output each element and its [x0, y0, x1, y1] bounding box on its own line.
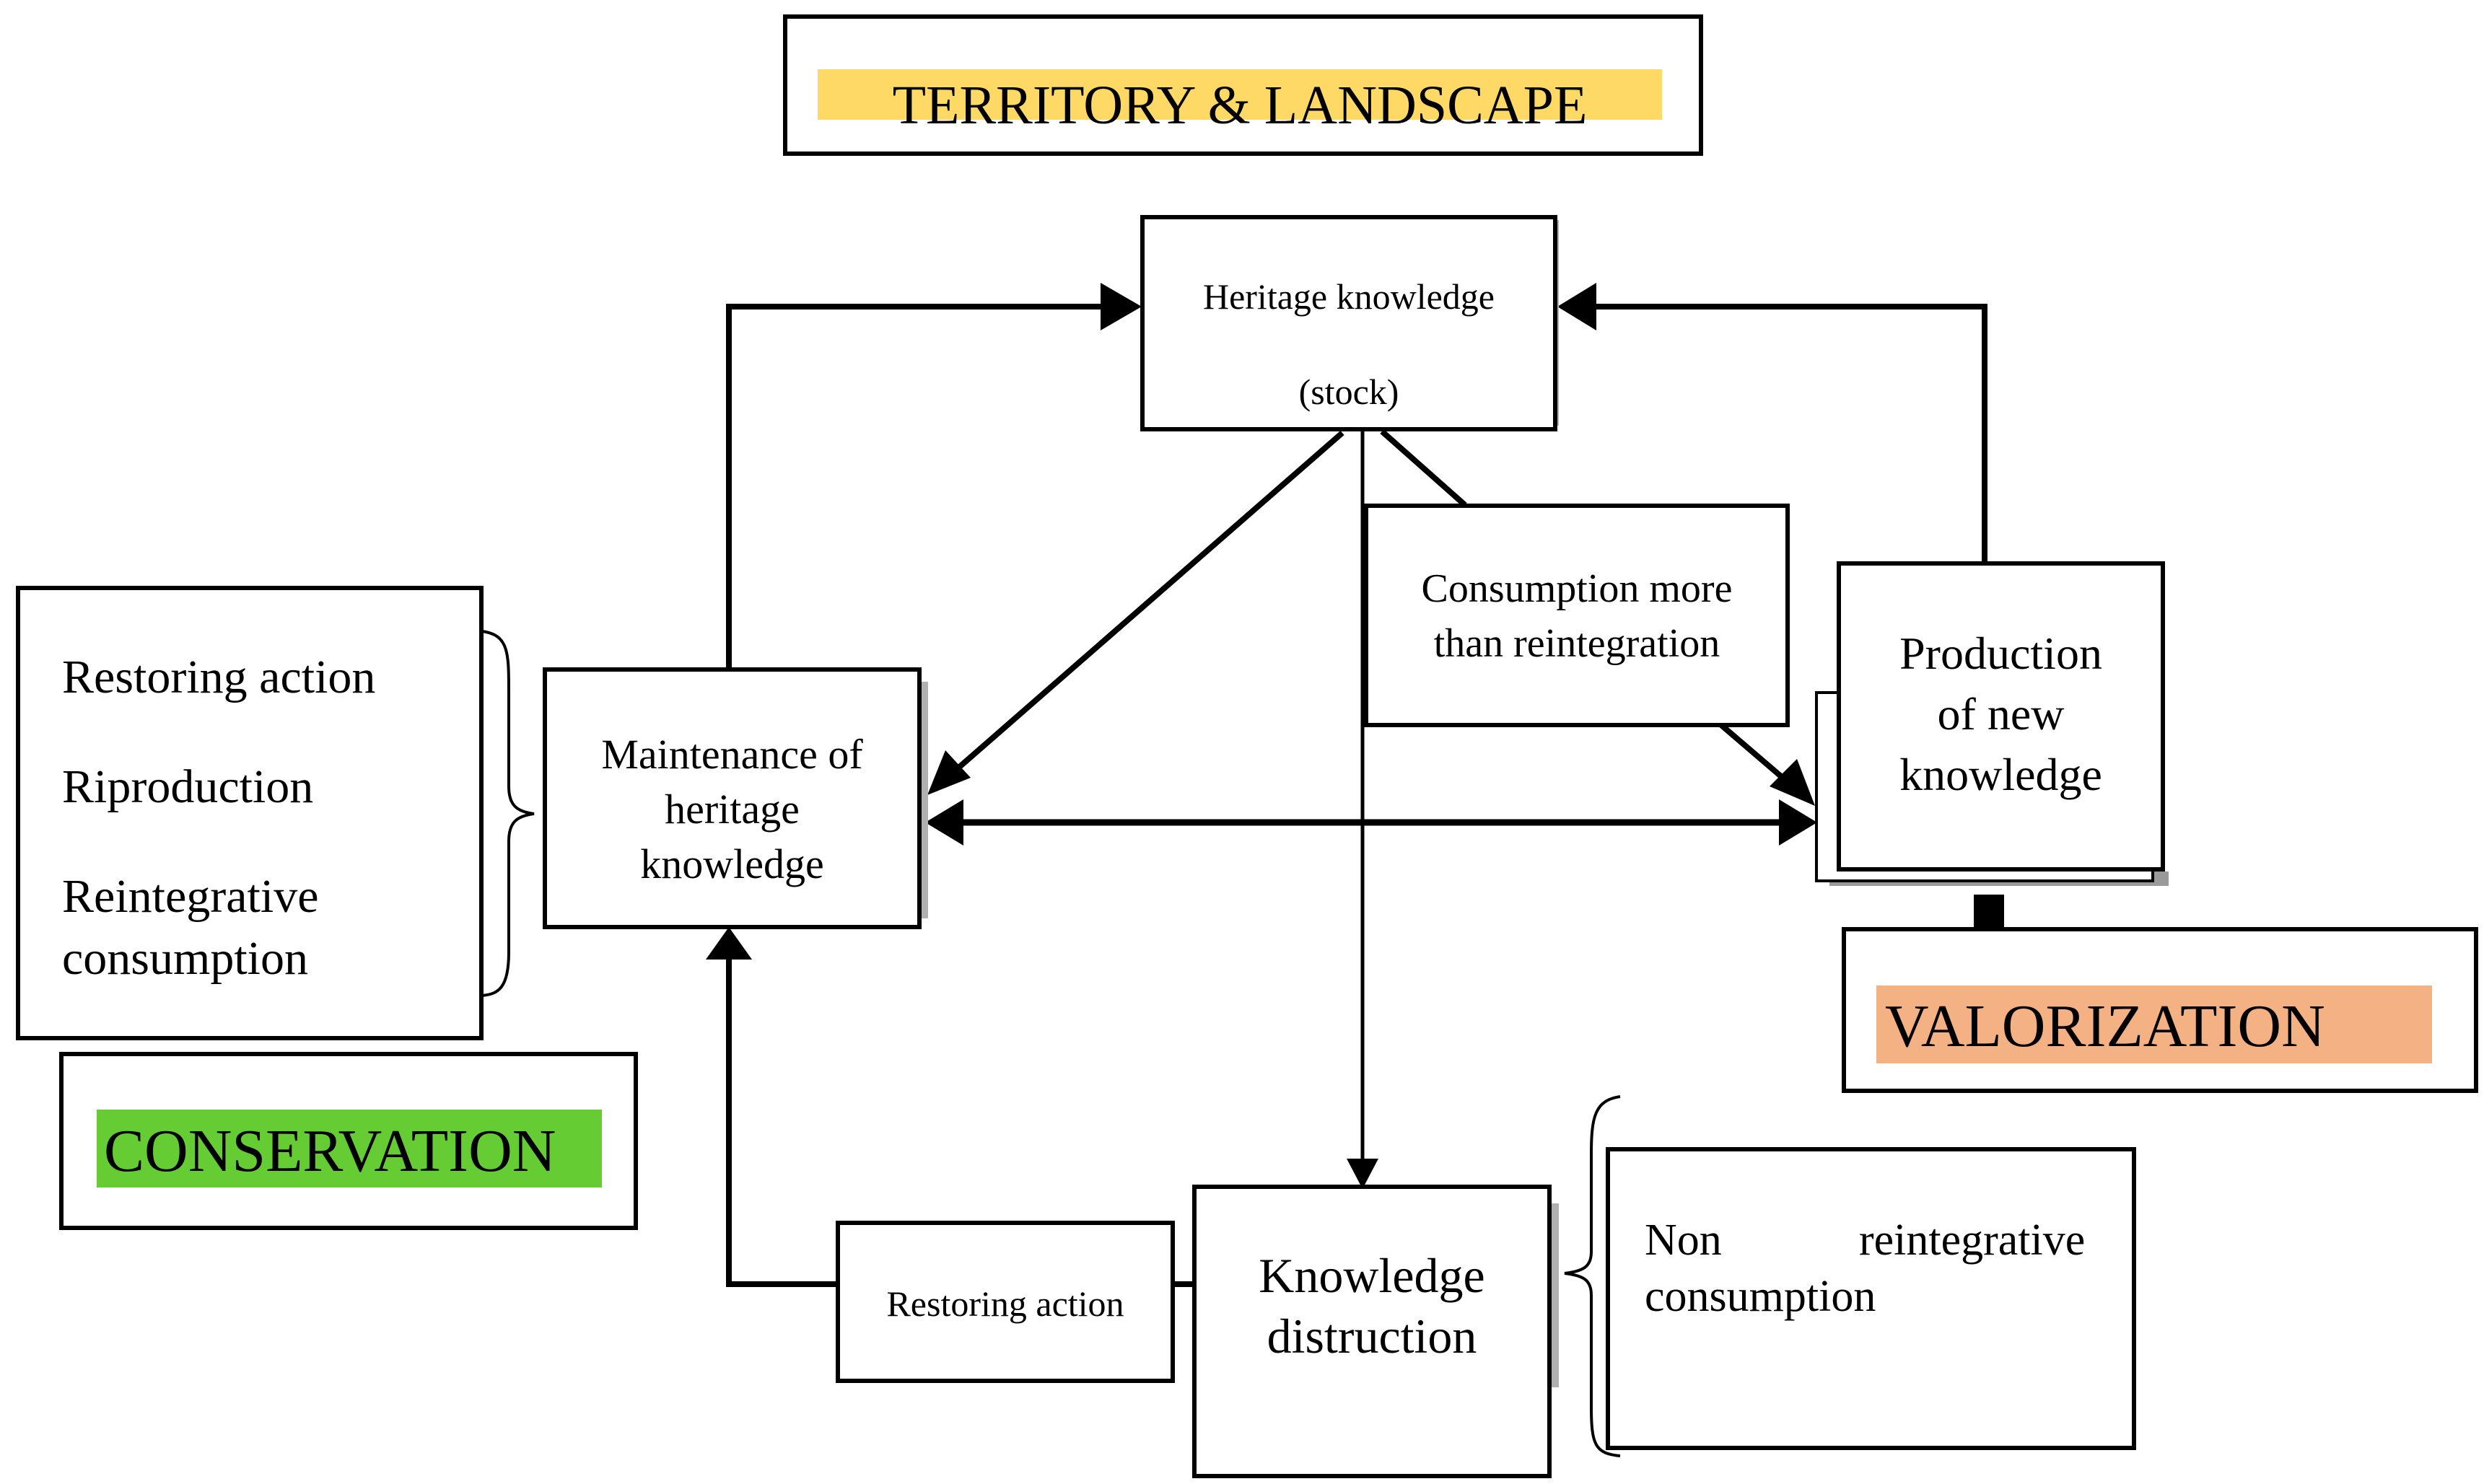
consumption-line1: Consumption more	[1421, 566, 1733, 611]
conservation-label: CONSERVATION	[104, 1118, 556, 1185]
arrowhead-heritage-right	[1557, 283, 1596, 330]
arrow-maintenance-to-heritage	[726, 304, 1126, 667]
conservation-label-box: CONSERVATION	[59, 1052, 638, 1230]
non-reintegrative-word1: Non	[1645, 1216, 1722, 1265]
valorization-highlight	[1876, 985, 2432, 1063]
connector-heritage-to-consumption	[1380, 429, 1467, 507]
arrow-heritage-to-maintenance	[943, 430, 1344, 782]
title-box: TERRITORY & LANDSCAPE	[783, 14, 1703, 156]
maintenance-line3: knowledge	[640, 840, 824, 887]
restoring-action-box: Restoring action	[836, 1221, 1175, 1383]
valorization-label: VALORIZATION	[1885, 993, 2325, 1060]
title-label: TERRITORY & LANDSCAPE	[892, 75, 1588, 136]
non-reintegrative-word2: reintegrative	[1859, 1216, 2086, 1265]
brace-conservation	[481, 630, 535, 997]
shadow-maintenance	[919, 682, 928, 918]
valorization-label-box: VALORIZATION	[1842, 927, 2478, 1093]
consumption-box: Consumption more than reintegration	[1364, 504, 1790, 727]
destruction-line1: Knowledge	[1259, 1248, 1485, 1303]
knowledge-destruction-box: Knowledge distruction	[1192, 1185, 1552, 1478]
arrowhead-production-diag	[1770, 759, 1815, 806]
conservation-list-box: Restoring action Riproduction Reintegrat…	[16, 586, 484, 1040]
conservation-item-3b: consumption	[62, 932, 308, 985]
heritage-line1: Heritage knowledge	[1202, 276, 1495, 317]
shadow-destruction	[1552, 1203, 1559, 1387]
brace-non-reintegrative	[1564, 1095, 1621, 1457]
production-line3: knowledge	[1899, 749, 2102, 800]
production-box: Production of new knowledge	[1837, 561, 2165, 871]
conservation-item-2: Riproduction	[62, 760, 314, 813]
arrowhead-destruction-down	[1347, 1159, 1378, 1189]
destruction-line2: distruction	[1267, 1309, 1477, 1364]
consumption-line2: than reintegration	[1433, 621, 1720, 666]
arrowhead-maintenance-diag	[927, 750, 971, 795]
arrowhead-maintenance-left	[925, 799, 963, 846]
conservation-highlight	[97, 1110, 602, 1187]
production-line2: of new	[1937, 688, 2065, 739]
heritage-knowledge-box: Heritage knowledge (stock)	[1140, 215, 1557, 431]
restoring-action-label: Restoring action	[886, 1283, 1124, 1324]
conservation-item-3a: Reintegrative	[62, 870, 319, 923]
maintenance-line1: Maintenance of	[601, 731, 863, 778]
arrow-production-to-heritage	[1573, 304, 1987, 561]
arrowhead-heritage-left	[1101, 283, 1142, 330]
maintenance-box: Maintenance of heritage knowledge	[543, 667, 922, 929]
non-reintegrative-line2: consumption	[1645, 1272, 1876, 1321]
conservation-item-1: Restoring action	[62, 651, 376, 703]
heritage-line2: (stock)	[1298, 372, 1399, 412]
arrowhead-production-right	[1779, 799, 1817, 846]
connector-production-valorization	[1974, 895, 2004, 929]
non-reintegrative-box: Non reintegrative consumption	[1606, 1147, 2136, 1450]
production-line1: Production	[1899, 628, 2102, 679]
arrowhead-maintenance-up	[706, 927, 752, 960]
maintenance-line2: heritage	[665, 786, 800, 833]
title-highlight	[818, 69, 1662, 120]
